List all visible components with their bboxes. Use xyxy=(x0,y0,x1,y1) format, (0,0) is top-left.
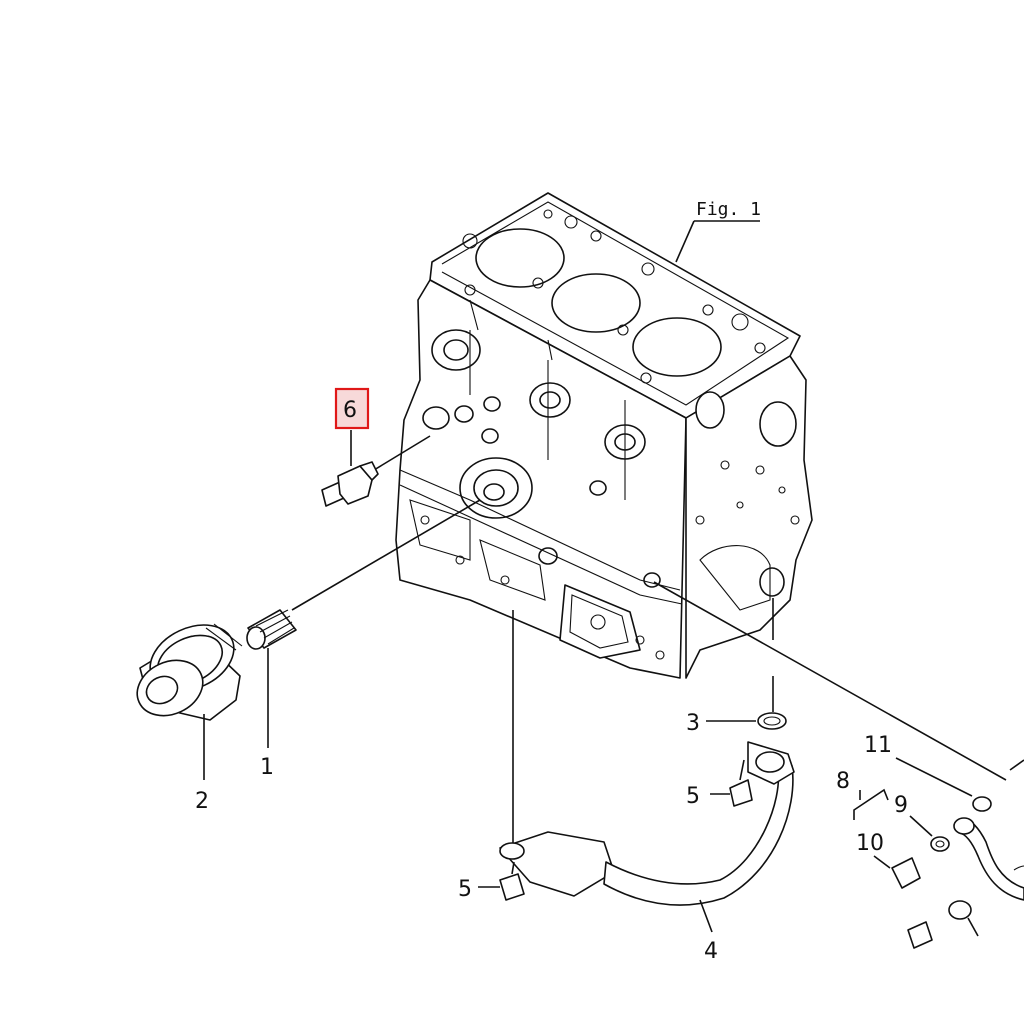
callout-5-upper: 5 xyxy=(686,784,700,809)
callout-3: 3 xyxy=(686,711,700,736)
callout-9: 9 xyxy=(894,793,908,818)
callout-11: 11 xyxy=(864,733,892,758)
callout-6: 6 xyxy=(343,398,357,423)
bolt-lower xyxy=(478,861,525,901)
engine-block xyxy=(395,192,813,679)
callout-6-highlight-box xyxy=(334,387,370,430)
bolt-upper xyxy=(710,759,753,807)
right-parts-group xyxy=(853,757,1024,949)
callout-2: 2 xyxy=(195,789,209,814)
callout-10: 10 xyxy=(856,831,884,856)
callout-1: 1 xyxy=(260,755,274,780)
callout-5-lower: 5 xyxy=(458,877,472,902)
oil-filter xyxy=(136,623,243,780)
oil-pressure-switch xyxy=(321,430,431,507)
o-ring xyxy=(706,598,787,730)
filter-nipple xyxy=(246,499,481,748)
oil-pickup-pipe xyxy=(499,610,795,933)
figure-label: Fig. 1 xyxy=(696,199,761,220)
callout-8: 8 xyxy=(836,769,850,794)
callout-4: 4 xyxy=(704,939,718,964)
leader-line-right xyxy=(653,581,1007,781)
figure-reference: Fig. 1 xyxy=(675,199,761,263)
